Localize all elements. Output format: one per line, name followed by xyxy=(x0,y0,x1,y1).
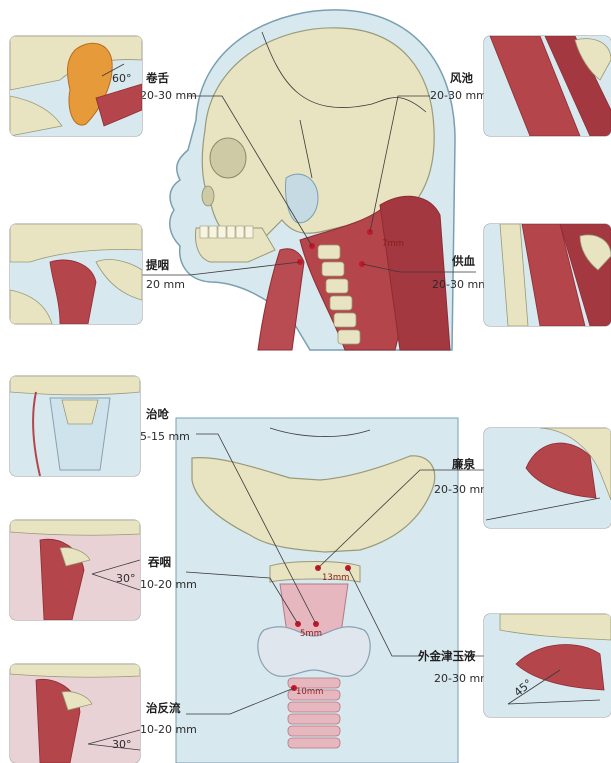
angle-label: 30° xyxy=(112,738,132,751)
panel-tiyan-detail xyxy=(10,224,142,324)
panel-zhiqiang-detail xyxy=(10,376,140,476)
angle-label: 30° xyxy=(116,572,136,585)
point-depth: 20-30 mm xyxy=(434,672,491,685)
angle-label: 60° xyxy=(112,72,132,85)
panel-fengchi-detail xyxy=(484,36,611,136)
point-depth: 10-20 mm xyxy=(140,578,197,591)
point-depth: 20-30 mm xyxy=(430,89,487,102)
point-depth: 20-30 mm xyxy=(434,483,491,496)
head-illustration: 7mm xyxy=(170,10,455,350)
thyroid-mark-label: 5mm xyxy=(300,629,322,639)
point-depth: 20-30 mm xyxy=(140,89,197,102)
point-name: 廉泉 xyxy=(452,457,475,471)
point-name: 外金津玉液 xyxy=(417,649,476,663)
panel-tongue-detail: 60° xyxy=(10,36,142,136)
panel-zhifanliu-detail: 30° xyxy=(10,664,140,763)
cricoid-mark-label: 10mm xyxy=(296,687,323,697)
panel-tunyan-detail: 30° xyxy=(10,520,140,620)
label-juanshe: 卷舌 20-30 mm xyxy=(140,71,197,102)
point-name: 风池 xyxy=(450,71,473,85)
panel-waijinjin-detail: 45° xyxy=(484,614,611,717)
point-depth: 5-15 mm xyxy=(140,430,190,443)
panel-gongxue-detail xyxy=(484,224,611,326)
orbit xyxy=(210,138,246,178)
point-name: 治呛 xyxy=(146,407,169,421)
anterior-neck-illustration: 13mm 5mm 10mm xyxy=(176,418,458,763)
point-name: 供血 xyxy=(451,254,475,268)
point-depth: 20 mm xyxy=(146,278,185,291)
point-depth: 10-20 mm xyxy=(140,723,197,736)
point-name: 提咽 xyxy=(146,258,169,272)
neck-mark-label: 7mm xyxy=(382,239,404,249)
hyoid-mark-label: 13mm xyxy=(322,573,349,583)
point-depth: 20-30 mm xyxy=(432,278,489,291)
label-tiyan: 提咽 20 mm xyxy=(146,258,185,291)
point-name: 吞咽 xyxy=(148,555,171,569)
point-name: 卷舌 xyxy=(145,71,169,85)
point-name: 治反流 xyxy=(146,701,181,715)
panel-lianquan-detail xyxy=(484,428,611,528)
nasal-cavity xyxy=(202,186,214,206)
